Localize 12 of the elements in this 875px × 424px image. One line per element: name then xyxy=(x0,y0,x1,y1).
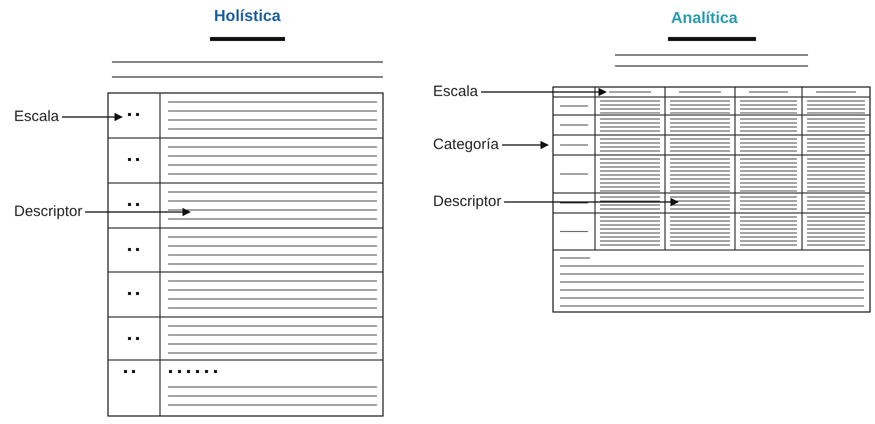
callout-label: Escala xyxy=(14,108,60,126)
leader-line xyxy=(85,208,191,216)
section-heading: Holística xyxy=(214,8,281,26)
callout-label: Escala xyxy=(433,83,478,101)
callout-label: Categoría xyxy=(433,136,499,154)
leader-line xyxy=(481,88,607,96)
leader-line xyxy=(62,112,123,122)
callout-label: Descriptor xyxy=(14,203,82,221)
leader-line xyxy=(504,198,679,206)
callout-label: Descriptor xyxy=(433,193,502,211)
section-heading: Analítica xyxy=(671,10,738,28)
leader-line xyxy=(502,140,549,150)
